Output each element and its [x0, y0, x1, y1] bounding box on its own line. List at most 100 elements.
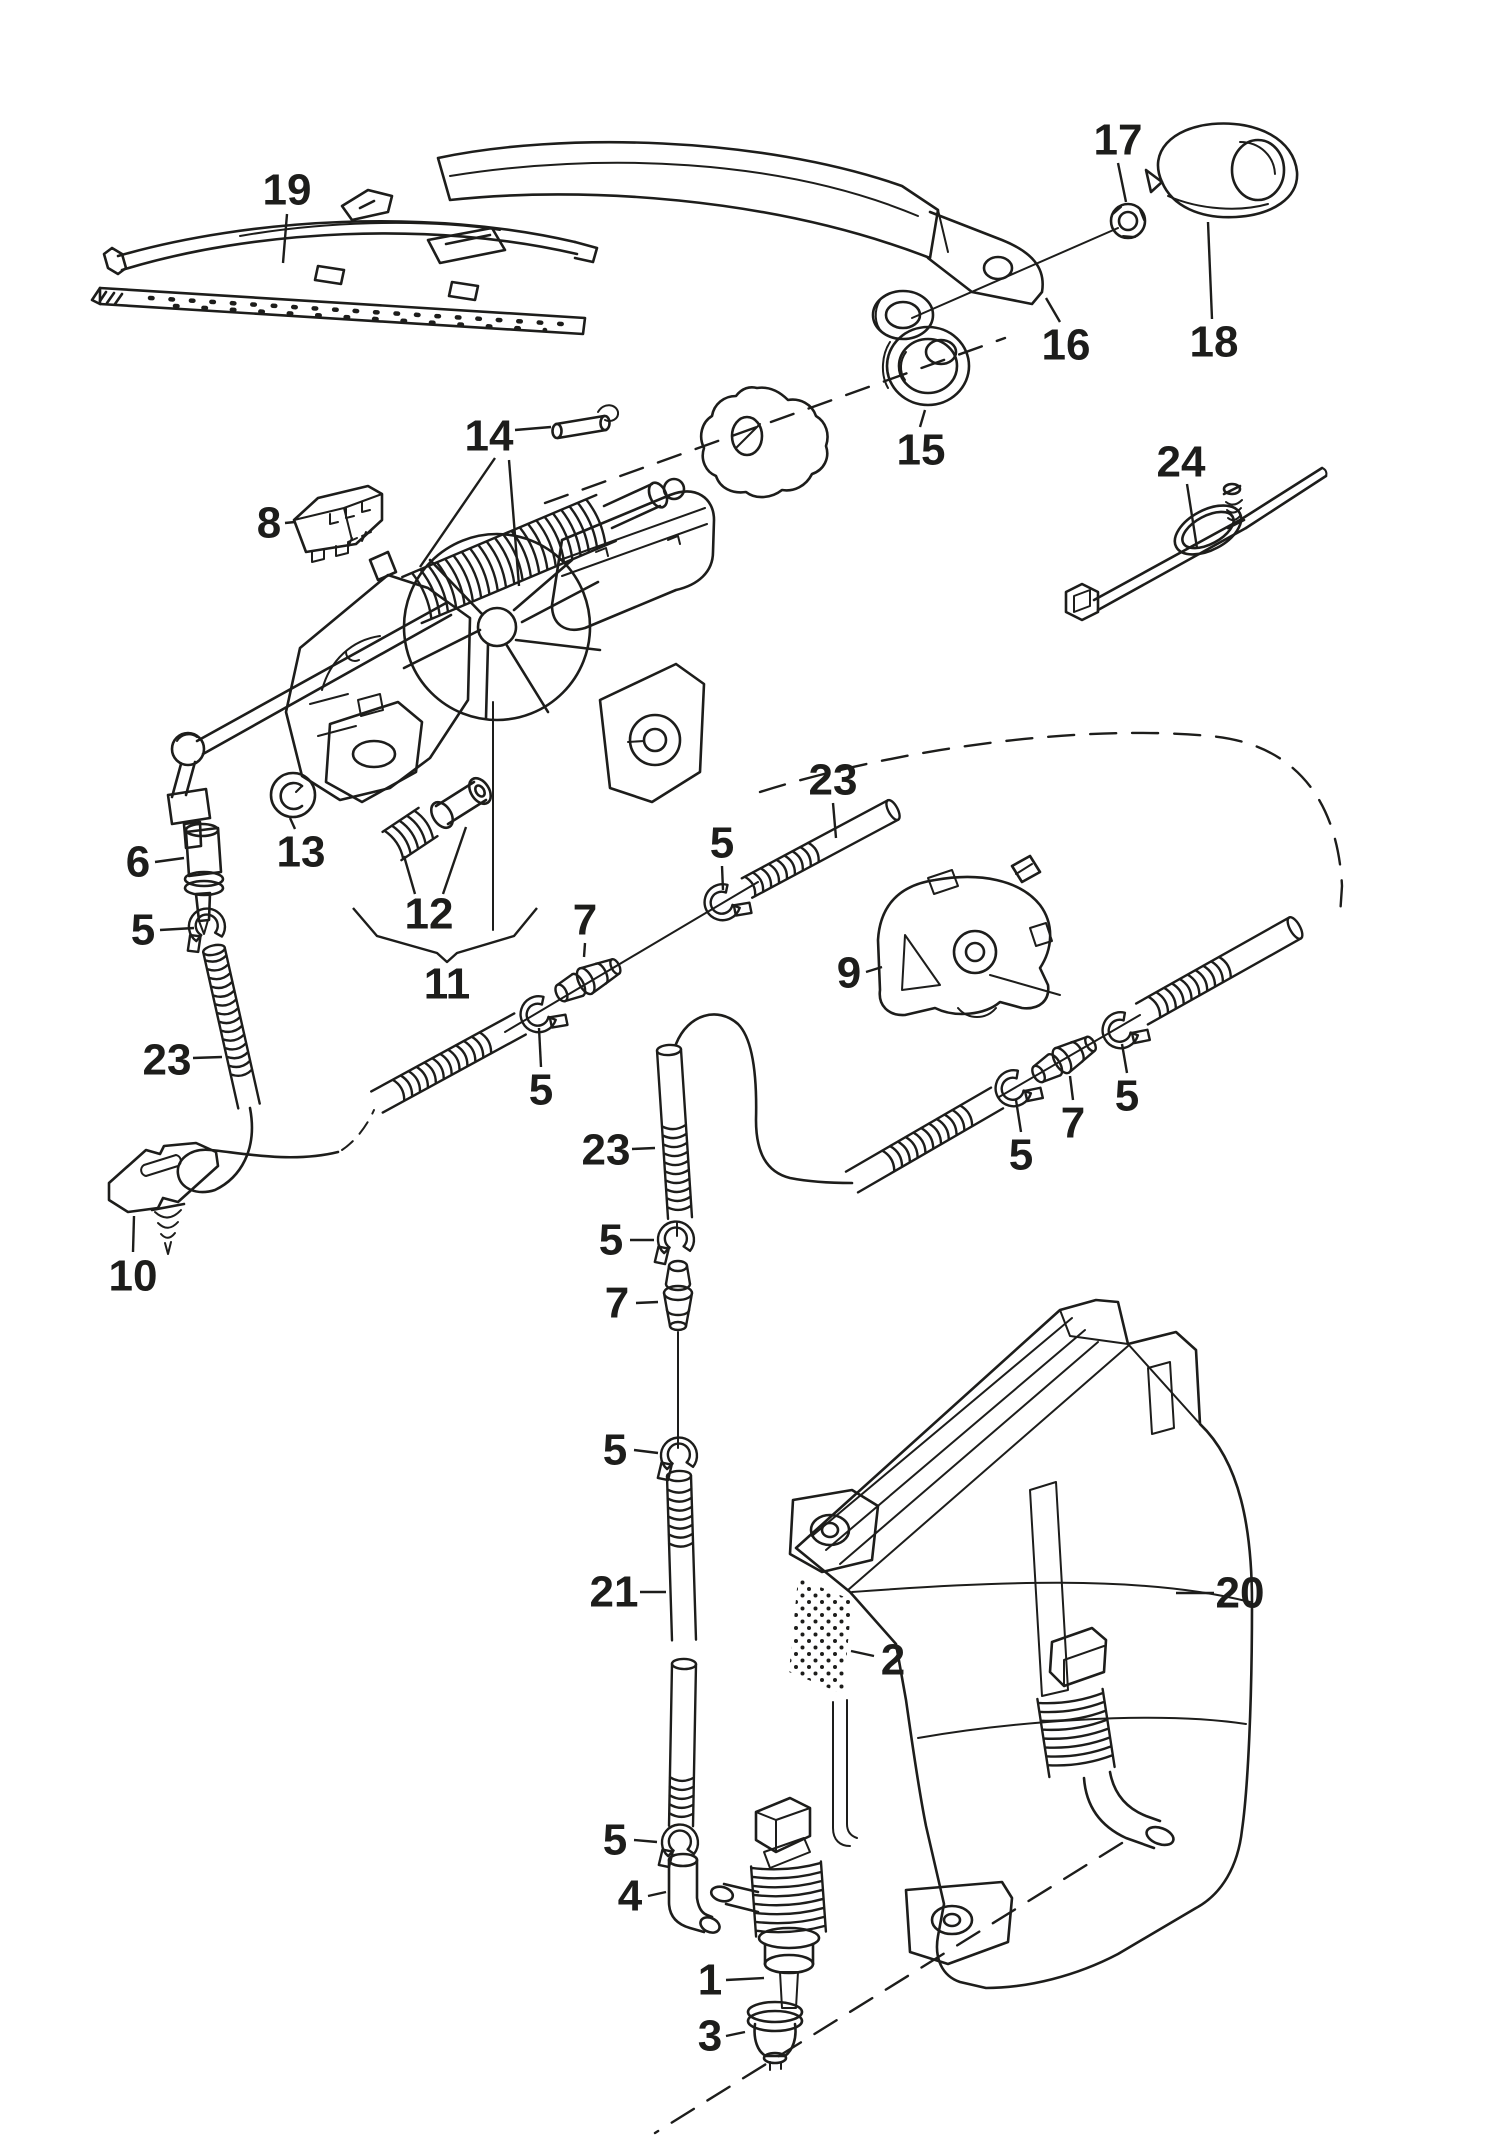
part-callout-18-2[interactable]: 18 [1190, 221, 1239, 367]
part-callout-10-27[interactable]: 10 [109, 1215, 158, 1301]
part-number-label[interactable]: 5 [529, 1066, 553, 1115]
hose-23-left [202, 943, 261, 1110]
part-number-label[interactable]: 5 [710, 819, 734, 868]
callout-leader-line [918, 409, 927, 428]
part-number-label[interactable]: 5 [599, 1216, 623, 1265]
part-number-label[interactable]: 21 [590, 1568, 639, 1617]
callout-leader-line [284, 520, 296, 525]
part-number-label[interactable]: 7 [605, 1279, 629, 1328]
part-number-label[interactable]: 5 [1115, 1072, 1139, 1121]
part-number-label[interactable]: 5 [1009, 1131, 1033, 1180]
part-callout-7-20[interactable]: 7 [573, 896, 597, 958]
part-callout-1-31[interactable]: 1 [698, 1956, 765, 2005]
clip-10 [107, 1141, 220, 1255]
part-number-label[interactable]: 7 [573, 896, 597, 945]
callout-leader-line [633, 1838, 658, 1844]
part-callout-6-11[interactable]: 6 [126, 838, 185, 887]
part-callout-19-0[interactable]: 19 [263, 166, 312, 264]
part-callout-23-23[interactable]: 23 [809, 756, 858, 839]
part-callout-4-33[interactable]: 4 [618, 1872, 667, 1921]
part-number-label[interactable]: 23 [582, 1126, 631, 1175]
part-callout-23-25[interactable]: 23 [582, 1126, 656, 1175]
callout-leader-line [352, 907, 538, 964]
part-callout-11-10[interactable]: 11 [352, 907, 538, 1009]
part-number-label[interactable]: 12 [405, 890, 454, 939]
wiper-blade [90, 188, 599, 336]
part-number-label[interactable]: 7 [1061, 1099, 1085, 1148]
part-callout-21-28[interactable]: 21 [590, 1568, 666, 1617]
part-callout-14-5[interactable]: 14 [419, 412, 552, 587]
pump-grommet [746, 2000, 804, 2071]
hose-23-top [740, 798, 901, 899]
connector-8 [292, 484, 384, 563]
part-callout-20-30[interactable]: 20 [1176, 1569, 1264, 1618]
tank-pump-ribs [1036, 1687, 1116, 1779]
part-callout-9-26[interactable]: 9 [837, 949, 883, 998]
callout-leader-line [131, 1215, 136, 1253]
callout-leader-line [633, 1448, 659, 1455]
callout-leader-line [1206, 221, 1214, 320]
part-number-label[interactable]: 20 [1216, 1569, 1265, 1618]
part-number-label[interactable]: 16 [1042, 321, 1091, 370]
part-number-label[interactable]: 2 [881, 1636, 905, 1685]
hose-clamp [513, 986, 572, 1045]
part-number-label[interactable]: 13 [277, 828, 326, 877]
part-callout-17-1[interactable]: 17 [1094, 116, 1143, 203]
part-number-label[interactable]: 5 [603, 1816, 627, 1865]
part-callout-16-3[interactable]: 16 [1042, 297, 1091, 370]
part-callout-3-32[interactable]: 3 [698, 2012, 746, 2061]
part-number-label[interactable]: 8 [257, 499, 281, 548]
callout-leader-line [631, 1146, 656, 1151]
part-callout-8-6[interactable]: 8 [257, 499, 296, 548]
part-number-label[interactable]: 10 [109, 1252, 158, 1301]
part-callout-5-13[interactable]: 5 [710, 819, 734, 891]
grommet-15 [882, 325, 971, 407]
part-number-label[interactable]: 11 [424, 960, 471, 1009]
part-callout-2-29[interactable]: 2 [850, 1636, 905, 1685]
part-number-label[interactable]: 17 [1094, 116, 1143, 165]
part-callout-5-16[interactable]: 5 [1115, 1043, 1139, 1121]
part-number-label[interactable]: 6 [126, 838, 150, 887]
part-number-label[interactable]: 23 [143, 1036, 192, 1085]
callout-leader-line [831, 802, 838, 839]
hose-routing [176, 881, 1141, 1934]
washer-reservoir [788, 1298, 1254, 1990]
part-number-label[interactable]: 19 [263, 166, 312, 215]
part-callout-24-7[interactable]: 24 [1157, 438, 1206, 549]
callout-leader-line [419, 457, 496, 568]
part-callout-13-8[interactable]: 13 [277, 817, 326, 877]
callout-leader-line [647, 1890, 667, 1898]
part-callout-7-22[interactable]: 7 [605, 1279, 659, 1328]
part-number-label[interactable]: 24 [1157, 438, 1206, 487]
part-callout-5-17[interactable]: 5 [599, 1216, 654, 1265]
part-number-label[interactable]: 5 [603, 1426, 627, 1475]
part-number-label[interactable]: 1 [698, 1956, 722, 2005]
part-callout-5-12[interactable]: 5 [131, 906, 195, 955]
clip-14 [551, 404, 620, 440]
part-callout-7-21[interactable]: 7 [1061, 1075, 1085, 1148]
part-callout-5-19[interactable]: 5 [603, 1816, 658, 1865]
part-callout-12-9[interactable]: 12 [402, 826, 468, 939]
part-number-label[interactable]: 23 [809, 756, 858, 805]
hose-21-upper [665, 1469, 698, 1642]
callout-leader-line [850, 1649, 875, 1658]
hose-connector [662, 1259, 694, 1332]
part-number-label[interactable]: 4 [618, 1872, 643, 1921]
part-callout-5-15[interactable]: 5 [1009, 1099, 1033, 1180]
part-callout-5-14[interactable]: 5 [529, 1027, 553, 1115]
callout-leader-line [154, 856, 185, 864]
part-number-label[interactable]: 5 [131, 906, 155, 955]
part-number-label[interactable]: 3 [698, 2012, 722, 2061]
part-callout-5-18[interactable]: 5 [603, 1426, 659, 1475]
bracket-9 [876, 854, 1061, 1018]
part-callout-23-24[interactable]: 23 [143, 1036, 223, 1085]
part-number-label[interactable]: 9 [837, 949, 861, 998]
callout-leader-line [1185, 483, 1199, 549]
part-number-label[interactable]: 15 [897, 426, 946, 475]
part-number-label[interactable]: 14 [465, 412, 514, 461]
part-callout-15-4[interactable]: 15 [897, 409, 946, 475]
part-number-label[interactable]: 18 [1190, 318, 1239, 367]
callout-leader-line [720, 865, 725, 891]
